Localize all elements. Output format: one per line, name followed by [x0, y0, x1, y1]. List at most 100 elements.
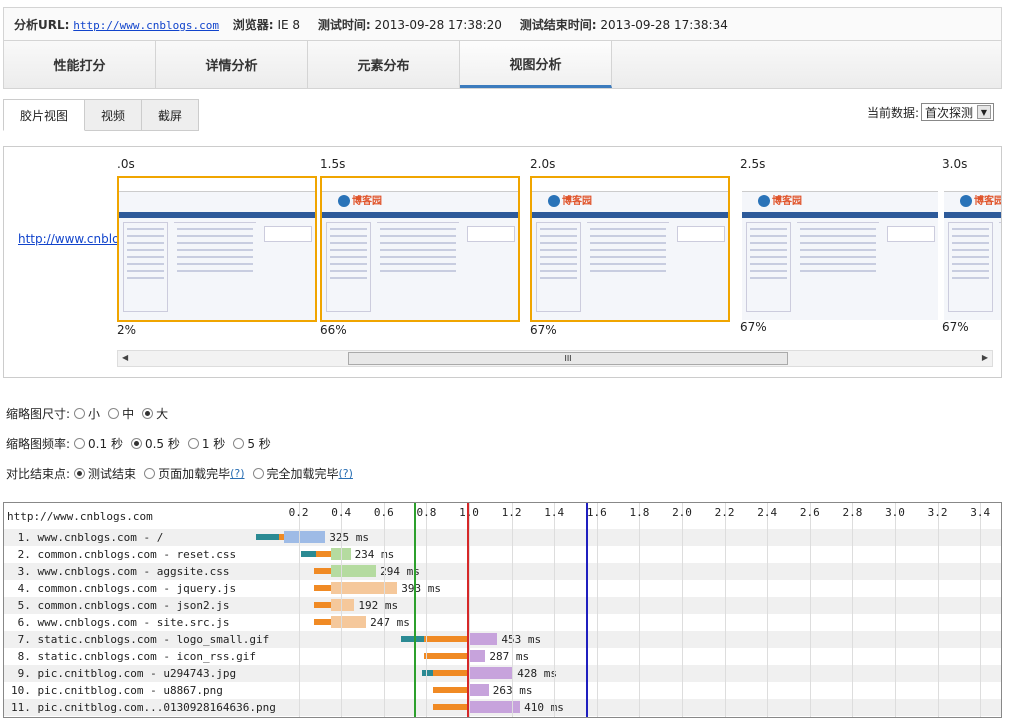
- time-tick: 1.2: [501, 506, 522, 519]
- bar-receive: [490, 667, 514, 679]
- scroll-left-icon[interactable]: ◀: [122, 353, 129, 362]
- bar-connect: [424, 653, 467, 659]
- radio-icon[interactable]: [187, 438, 199, 449]
- time-tick: 2.4: [757, 506, 778, 519]
- tab-performance-score[interactable]: 性能打分: [4, 41, 156, 88]
- compare-end-radio[interactable]: 测试结束: [74, 465, 136, 482]
- help-link[interactable]: (?): [338, 467, 353, 480]
- frame-percent: 67%: [942, 320, 969, 334]
- thumb-size-radio-label: 小: [88, 407, 101, 421]
- current-data: 当前数据: 首次探测 ▼: [867, 103, 994, 121]
- thumb-freq-label: 缩略图频率:: [6, 437, 71, 451]
- subtab-screenshot[interactable]: 截屏: [142, 99, 200, 131]
- request-duration: 325 ms: [329, 531, 369, 544]
- sub-tabs: 胶片视图 视频 截屏: [3, 99, 200, 131]
- browser-value: IE 8: [277, 18, 301, 32]
- bar-wait: [330, 565, 333, 577]
- thumb-freq-radio[interactable]: 0.1 秒: [74, 435, 123, 452]
- thumb-freq-radio[interactable]: 5 秒: [233, 435, 271, 452]
- blue-marker-line: [586, 503, 589, 717]
- time-tick: 0.6: [373, 506, 394, 519]
- time-tick: 3.2: [927, 506, 948, 519]
- radio-icon[interactable]: [130, 438, 142, 449]
- help-link[interactable]: (?): [230, 467, 245, 480]
- frame-thumbnail[interactable]: 博客园: [320, 176, 520, 322]
- filmstrip-panel: http://www.cnblogs.com .0s博客园2%1.5s博客园66…: [3, 146, 1002, 378]
- grid-line: [809, 503, 811, 717]
- request-duration: 428 ms: [517, 667, 558, 680]
- bar-connect: [313, 585, 331, 591]
- tab-view-analysis[interactable]: 视图分析: [460, 41, 612, 88]
- tab-detail-analysis[interactable]: 详情分析: [156, 41, 308, 88]
- bar-receive: [479, 684, 489, 696]
- thumb-freq-radio[interactable]: 0.5 秒: [130, 435, 180, 452]
- grid-line: [554, 503, 556, 717]
- request-duration: 234 ms: [354, 548, 395, 561]
- frame-thumbnail[interactable]: 博客园: [740, 176, 940, 322]
- thumb-freq-radio[interactable]: 1 秒: [187, 435, 225, 452]
- bar-receive: [481, 633, 498, 645]
- site-logo-icon: 博客园: [338, 192, 382, 207]
- radio-icon[interactable]: [74, 468, 86, 479]
- current-data-select[interactable]: 首次探测 ▼: [920, 103, 994, 121]
- grid-line: [298, 503, 300, 717]
- time-tick: 1.6: [586, 506, 607, 519]
- radio-icon[interactable]: [233, 438, 245, 449]
- frame-thumbnail[interactable]: 博客园: [942, 176, 1001, 322]
- thumb-size-radio[interactable]: 小: [74, 405, 100, 422]
- tab-element-distribution[interactable]: 元素分布: [308, 41, 460, 88]
- scrollbar-thumb[interactable]: III: [348, 352, 788, 365]
- radio-icon[interactable]: [74, 408, 86, 419]
- scroll-right-icon[interactable]: ▶: [981, 353, 988, 362]
- frame-thumbnail[interactable]: 博客园: [117, 176, 317, 322]
- compare-end-radio[interactable]: 页面加载完毕(?): [144, 465, 245, 482]
- waterfall-header: http://www.cnblogs.com: [7, 510, 153, 523]
- bar-receive: [302, 531, 326, 543]
- current-data-value: 首次探测: [924, 105, 973, 120]
- bar-dns: [256, 534, 280, 540]
- start-time-value: 2013-09-28 17:38:20: [374, 18, 502, 32]
- waterfall-row[interactable]: 1. www.cnblogs.com - /325 ms: [4, 529, 1001, 546]
- end-time-value: 2013-09-28 17:38:34: [600, 18, 728, 32]
- filmstrip-scrollbar[interactable]: ◀ III ▶: [117, 350, 993, 367]
- bar-connect: [313, 602, 331, 608]
- radio-icon[interactable]: [252, 468, 264, 479]
- green-marker-line: [413, 503, 416, 717]
- filmstrip-site-link[interactable]: http://www.cnblogs.com: [18, 232, 163, 246]
- thumb-size-radio[interactable]: 中: [108, 405, 134, 422]
- analyzed-url-link[interactable]: http://www.cnblogs.com: [73, 19, 219, 32]
- frame-percent: 67%: [530, 323, 557, 337]
- thumb-size-radio[interactable]: 大: [142, 405, 168, 422]
- thumb-freq-radio-label: 0.5 秒: [144, 437, 180, 451]
- compare-end-radio-label: 测试结束: [88, 467, 137, 481]
- radio-icon[interactable]: [142, 408, 154, 419]
- frame-thumbnail[interactable]: 博客园: [530, 176, 730, 322]
- bar-wait: [330, 582, 333, 594]
- subtab-video[interactable]: 视频: [85, 99, 143, 131]
- radio-icon[interactable]: [108, 408, 120, 419]
- bar-receive: [332, 582, 398, 594]
- request-name: 8. static.cnblogs.com - icon_rss.gif: [11, 650, 257, 663]
- time-tick: 0.2: [288, 506, 309, 519]
- subtab-filmstrip[interactable]: 胶片视图: [3, 99, 86, 131]
- time-tick: 2.2: [714, 506, 735, 519]
- radio-icon[interactable]: [144, 468, 156, 479]
- request-name: 4. common.cnblogs.com - jquery.js: [11, 582, 237, 595]
- waterfall-row[interactable]: 11. pic.cnitblog.com...0130928164636.png…: [4, 699, 1001, 716]
- url-label: 分析URL:: [14, 18, 70, 32]
- time-tick: 2.6: [799, 506, 820, 519]
- radio-icon[interactable]: [74, 438, 86, 449]
- compare-end-radio[interactable]: 完全加载完毕(?): [252, 465, 353, 482]
- frame-time: 2.5s: [740, 157, 766, 171]
- bar-receive: [332, 599, 355, 611]
- frame-time: 1.5s: [320, 157, 346, 171]
